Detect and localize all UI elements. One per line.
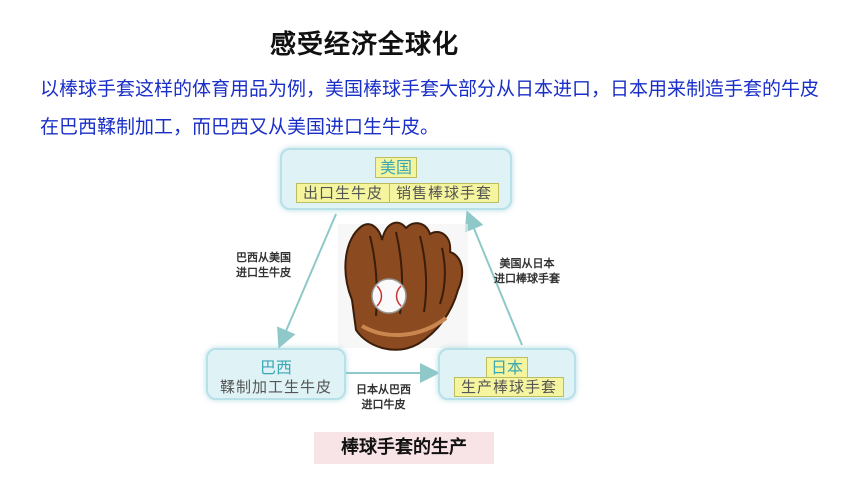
node-japan-item: 生产棒球手套 — [461, 378, 558, 396]
edge-usa-brazil-line1: 巴西从美国 — [236, 251, 291, 264]
node-brazil: 巴西 鞣制加工生牛皮 — [206, 348, 346, 400]
node-usa: 美国 出口生牛皮销售棒球手套 — [280, 148, 512, 210]
arrow-japan-to-usa — [464, 210, 523, 346]
baseball-icon — [371, 278, 407, 314]
intro-paragraph: 以棒球手套这样的体育用品为例，美国棒球手套大部分从日本进口，日本用来制造手套的牛… — [40, 78, 820, 138]
edge-brazil-japan-line2: 进口牛皮 — [361, 398, 406, 411]
page-title: 感受经济全球化 — [270, 30, 460, 60]
edge-japan-usa-line2: 进口棒球手套 — [494, 272, 560, 285]
edge-brazil-japan-line1: 日本从巴西 — [356, 383, 411, 396]
edge-label-brazil-to-japan: 日本从巴西 进口牛皮 — [356, 382, 411, 412]
node-japan: 日本 生产棒球手套 — [438, 348, 576, 400]
baseball-glove-icon — [338, 221, 468, 351]
node-usa-item-export: 出口生牛皮 — [303, 184, 384, 202]
edge-japan-usa-line1: 美国从日本 — [499, 257, 555, 270]
node-japan-name: 日本 — [485, 357, 528, 378]
edge-usa-brazil-line2: 进口生牛皮 — [236, 266, 291, 279]
node-usa-item-sell: 销售棒球手套 — [389, 184, 499, 202]
node-brazil-name: 巴西 — [259, 358, 292, 377]
edge-label-usa-to-brazil: 巴西从美国 进口生牛皮 — [236, 250, 291, 280]
arrow-usa-to-brazil — [277, 213, 337, 349]
node-brazil-item: 鞣制加工生牛皮 — [220, 378, 333, 396]
edge-label-japan-to-usa: 美国从日本 进口棒球手套 — [494, 256, 560, 286]
diagram-caption: 棒球手套的生产 — [314, 432, 494, 464]
node-usa-name: 美国 — [374, 157, 417, 178]
